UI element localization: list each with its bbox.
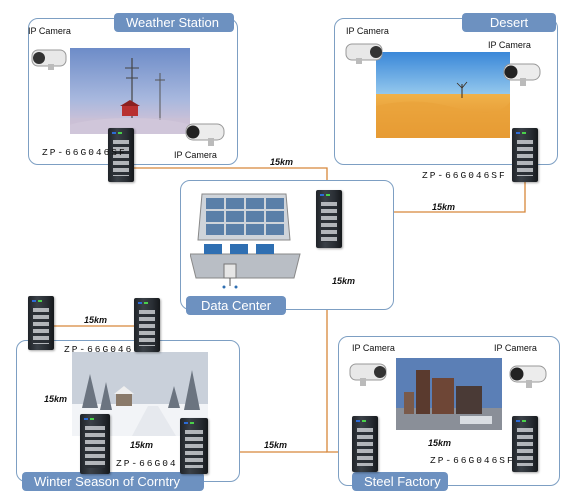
switch-model-label: ZP-66G046SF (422, 170, 507, 181)
control-room-illustration (189, 192, 310, 295)
fiber-switch-icon (316, 190, 342, 248)
bullet-camera-icon (506, 360, 552, 397)
desert-image (376, 52, 510, 138)
steel-factory-photo (396, 358, 502, 430)
desert-photo (376, 52, 510, 138)
distance-label: 15km (270, 157, 294, 167)
bullet-camera-icon (182, 118, 230, 153)
distance-label: 15km (44, 394, 68, 404)
switch-model-label: ZP-66G046SF (42, 147, 127, 158)
distance-label: 15km (264, 440, 288, 450)
fiber-switch-icon (80, 414, 110, 474)
bullet-camera-icon (500, 58, 546, 95)
distance-label: 15km (428, 438, 452, 448)
switch-model-label: ZP-66G046SF (430, 455, 515, 466)
distance-label: 15km (432, 202, 456, 212)
link-center-desert (348, 182, 526, 213)
switch-model-label: ZP-66G046 (64, 344, 134, 355)
panel-title-weather-station: Weather Station (114, 13, 234, 32)
bullet-camera-icon (348, 358, 392, 395)
fiber-switch-icon (28, 296, 54, 350)
fiber-switch-icon (512, 416, 538, 472)
camera-label: IP Camera (28, 26, 71, 36)
distance-label: 15km (84, 315, 108, 325)
weather-station-image (70, 48, 190, 134)
camera-label: IP Camera (174, 150, 217, 160)
bullet-camera-icon (30, 42, 72, 77)
camera-label: IP Camera (346, 26, 389, 36)
distance-label: 15km (130, 440, 154, 450)
fiber-switch-icon (108, 128, 134, 182)
camera-label: IP Camera (494, 343, 537, 353)
panel-title-desert: Desert (462, 13, 556, 32)
fiber-switch-icon (512, 128, 538, 182)
weather-station-photo (70, 48, 190, 134)
bullet-camera-icon (344, 38, 388, 73)
steel-factory-image (396, 358, 502, 430)
panel-title-winter-season: Winter Season of Corntry (22, 472, 204, 491)
camera-label: IP Camera (352, 343, 395, 353)
fiber-switch-icon (352, 416, 378, 472)
distance-label: 15km (332, 276, 356, 286)
fiber-switch-icon (180, 418, 208, 474)
panel-title-data-center: Data Center (186, 296, 286, 315)
switch-model-label: ZP-66G04 (116, 458, 178, 469)
fiber-switch-icon (134, 298, 160, 352)
panel-title-steel-factory: Steel Factory (352, 472, 448, 491)
camera-label: IP Camera (488, 40, 531, 50)
